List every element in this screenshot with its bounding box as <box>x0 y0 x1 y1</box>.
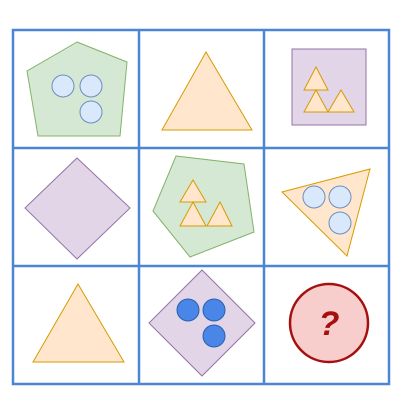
pentagon-shape <box>152 155 255 258</box>
triangle-shape <box>281 168 371 257</box>
grid-outer-border <box>11 28 391 386</box>
cell-3[interactable] <box>291 48 367 126</box>
triangle-shape <box>32 283 125 363</box>
triangle-shape <box>161 50 253 131</box>
grid-lines <box>11 28 391 386</box>
cell-5[interactable] <box>152 155 255 258</box>
cell-2[interactable] <box>161 50 253 131</box>
cell-9[interactable]: ? <box>288 282 370 364</box>
square-shape <box>291 48 367 126</box>
cell-4[interactable] <box>24 157 131 260</box>
three-triangles-icon <box>179 179 233 227</box>
three-circles-icon <box>302 185 352 235</box>
question-circle <box>288 282 370 364</box>
pentagon-shape <box>26 41 128 137</box>
cell-8[interactable] <box>148 269 256 377</box>
cell-7[interactable] <box>32 283 125 363</box>
three-circles-icon <box>176 298 226 348</box>
diamond-shape <box>24 157 131 260</box>
cell-6[interactable] <box>281 168 371 257</box>
diamond-shape <box>148 269 256 377</box>
question-mark-label: ? <box>319 305 340 343</box>
three-triangles-icon <box>303 65 355 113</box>
cell-1[interactable] <box>26 41 128 137</box>
three-circles-icon <box>51 74 103 124</box>
